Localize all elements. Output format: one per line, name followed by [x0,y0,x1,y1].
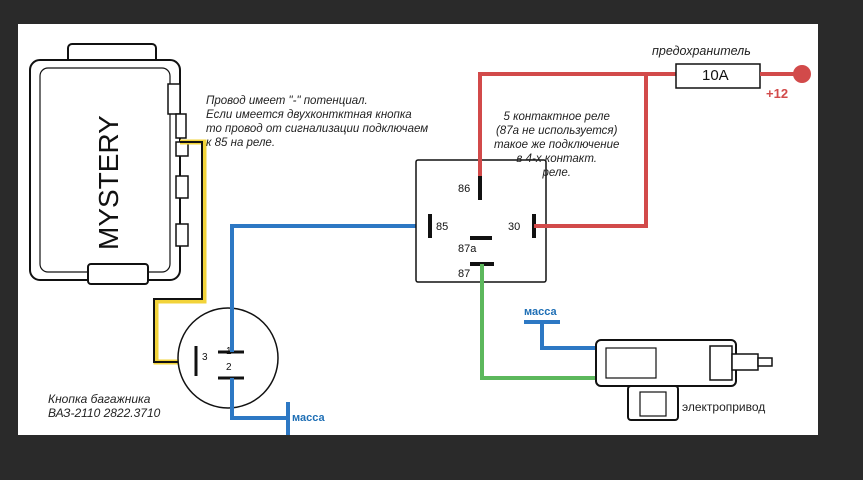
alarm-unit-label: MYSTERY [93,115,124,250]
diagram-canvas: MYSTERY [18,24,818,435]
wire-blue-ground [230,378,288,420]
relay [415,159,547,283]
button-pin-2: 2 [226,362,232,373]
button-pin-1: 1 [226,346,232,357]
ground-label-actuator: масса [524,306,557,318]
supply-label: +12 [766,86,789,101]
alarm-unit: MYSTERY [29,43,189,285]
actuator-caption: электропривод [682,400,766,414]
supply-terminal [793,65,811,83]
wire-red-30 [534,74,648,228]
relay-pin-87: 87 [458,268,471,280]
wire-green-87 [480,264,598,380]
wire-note: Провод имеет "-" потенциал. Если имеется… [206,95,429,149]
relay-pin-87a: 87а [458,243,477,255]
wire-blue-85 [230,224,416,352]
ground-label-button: масса [292,412,325,424]
wire-red-86 [478,72,648,176]
button-pin-3: 3 [202,352,208,363]
relay-pin-30: 30 [508,221,521,233]
relay-pin-86: 86 [458,183,471,195]
relay-note: 5 контактное реле (87а не используется) … [494,111,620,179]
button-caption: Кнопка багажника ВАЗ-2110 2822.3710 [48,392,161,420]
actuator [595,339,773,421]
fuse [675,63,761,89]
fuse-caption: предохранитель [652,44,751,58]
wiring-diagram: MYSTERY [29,43,811,435]
relay-pin-85: 85 [436,221,449,233]
fuse-rating: 10А [702,67,729,84]
trunk-button [177,307,279,409]
wire-black [153,141,203,363]
